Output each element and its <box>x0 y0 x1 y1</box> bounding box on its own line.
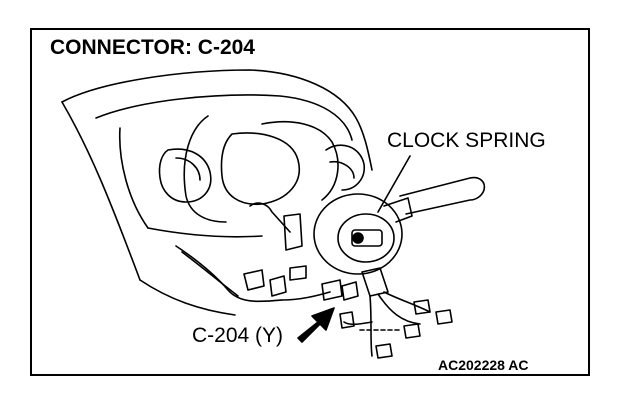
diagram-title: CONNECTOR: C-204 <box>50 36 255 59</box>
c-204-arrow <box>297 307 335 343</box>
combination-switch-lever <box>249 176 486 251</box>
wiring-harness <box>175 245 453 359</box>
connector-label: C-204 (Y) <box>192 324 284 347</box>
clock-spring-body <box>313 193 413 297</box>
clock-spring-leader <box>377 155 411 213</box>
instrument-panel <box>61 69 373 316</box>
diagram-frame <box>30 28 590 376</box>
clock-spring-label: CLOCK SPRING <box>387 129 546 152</box>
figure-code: AC202228 AC <box>438 357 529 373</box>
